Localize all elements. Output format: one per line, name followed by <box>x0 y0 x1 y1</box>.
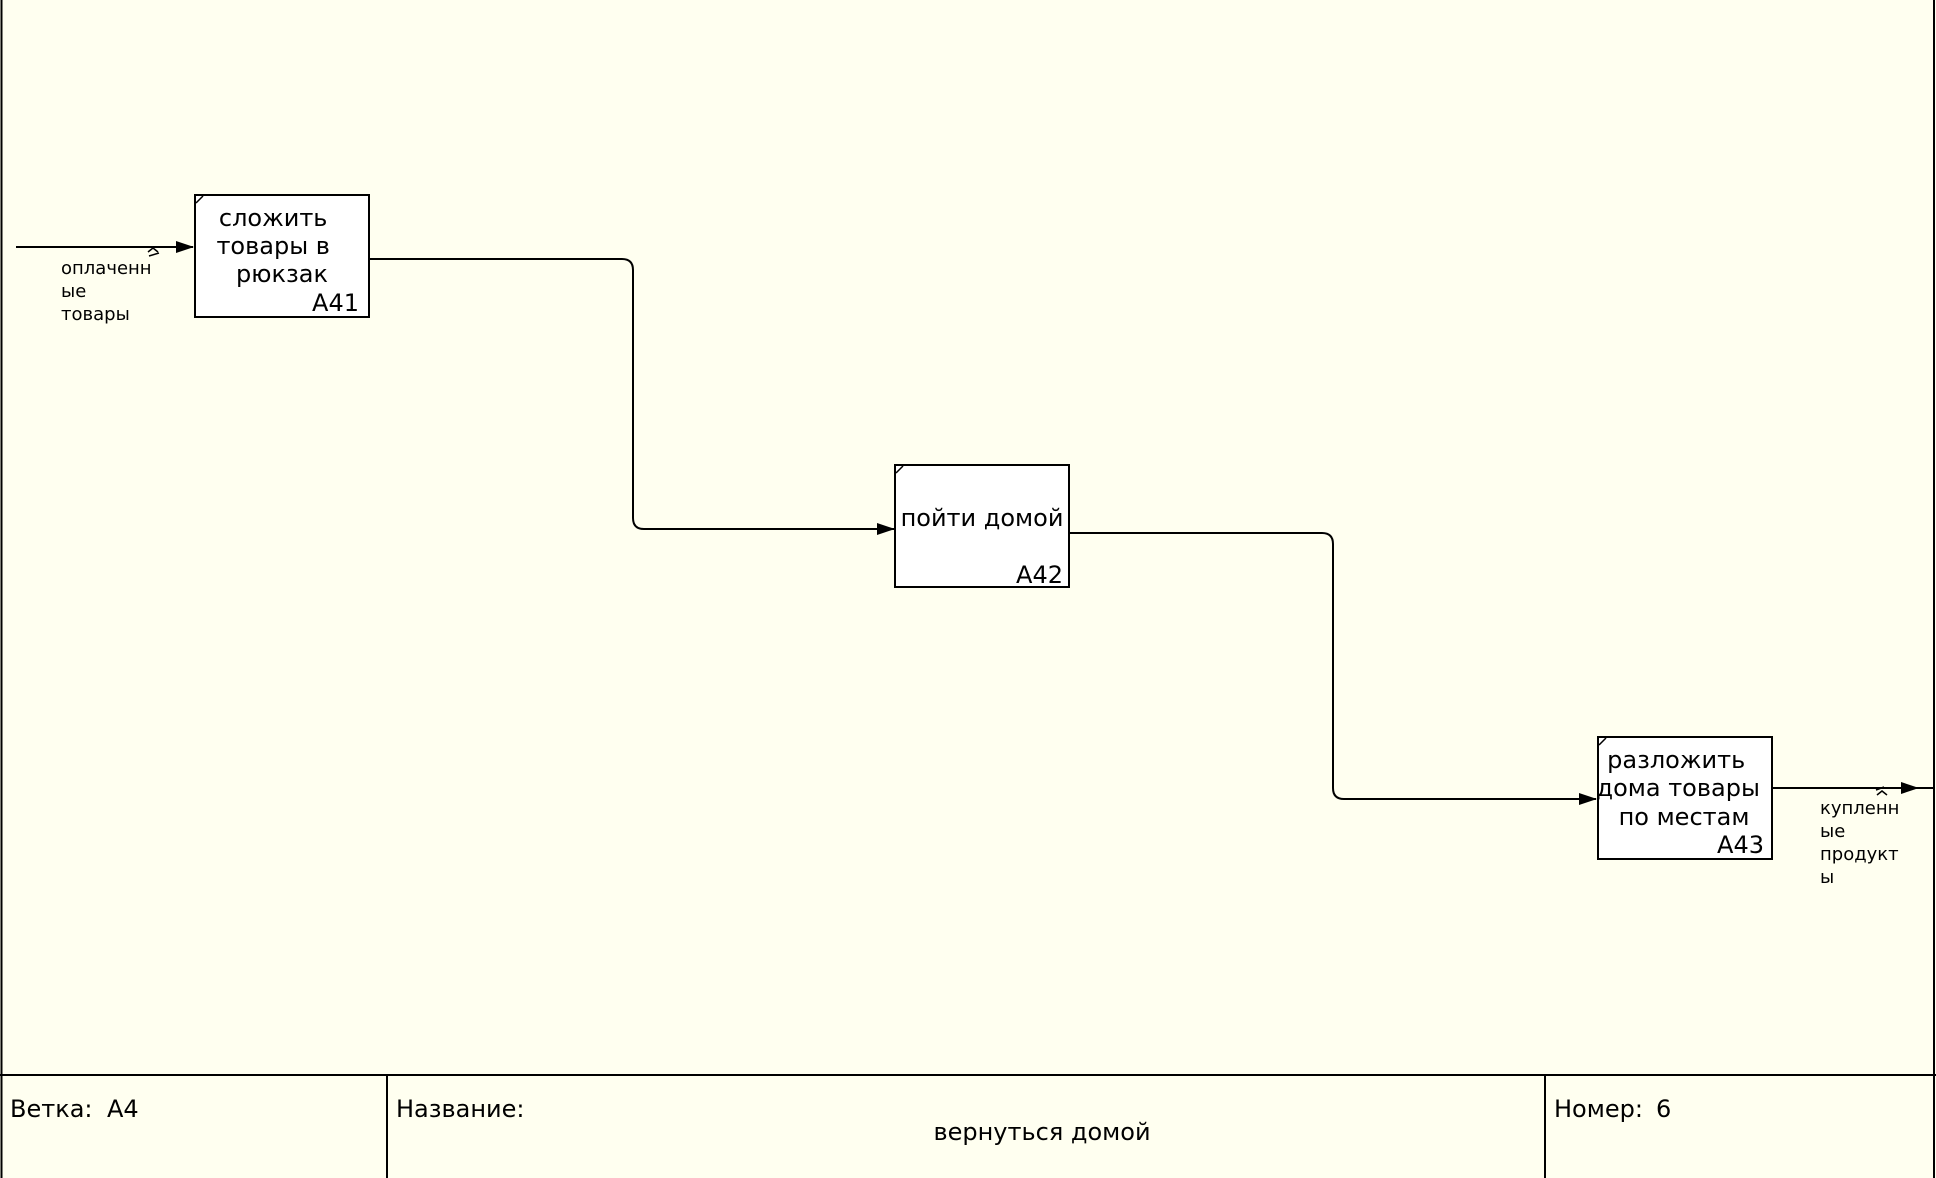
input-arrow-label: оплаченн ые товары <box>61 258 157 325</box>
box-number: A43 <box>1717 831 1764 859</box>
box-corner-mark-icon <box>195 195 204 204</box>
arrow-a41-to-a42[interactable] <box>369 258 895 535</box>
title-label: Название: <box>396 1095 525 1123</box>
branch-value: A4 <box>107 1095 139 1123</box>
output-arrow[interactable]: купленн ые продукт ы <box>1772 782 1934 888</box>
number-value: 6 <box>1656 1095 1671 1123</box>
title-block: Ветка: A4 Название: вернуться домой Номе… <box>0 1074 1936 1178</box>
activity-box-a41[interactable]: сложить товары в рюкзак A41 <box>194 194 370 318</box>
output-arrow-label: купленн ые продукт ы <box>1820 798 1905 888</box>
box-label: сложить товары в рюкзак <box>216 204 337 288</box>
activity-box-a43[interactable]: разложить дома товары по местам A43 <box>1596 736 1773 860</box>
input-arrow-tilde-icon <box>147 247 160 257</box>
arrow-a42-to-a43[interactable] <box>1070 532 1597 805</box>
box-number: A41 <box>312 289 359 317</box>
box-label: разложить дома товары по местам <box>1596 746 1767 831</box>
number-label: Номер: <box>1554 1095 1643 1123</box>
input-arrow[interactable]: оплаченн ые товары <box>16 241 194 325</box>
diagram-title: вернуться домой <box>933 1118 1150 1146</box>
activity-box-a42[interactable]: пойти домой A42 <box>894 464 1070 589</box>
box-label: пойти домой <box>901 504 1064 532</box>
output-arrow-tilde-icon <box>1875 786 1888 796</box>
box-number: A42 <box>1016 561 1063 589</box>
branch-label: Ветка: <box>10 1095 93 1123</box>
box-corner-mark-icon <box>1598 737 1607 746</box>
box-corner-mark-icon <box>895 465 904 474</box>
